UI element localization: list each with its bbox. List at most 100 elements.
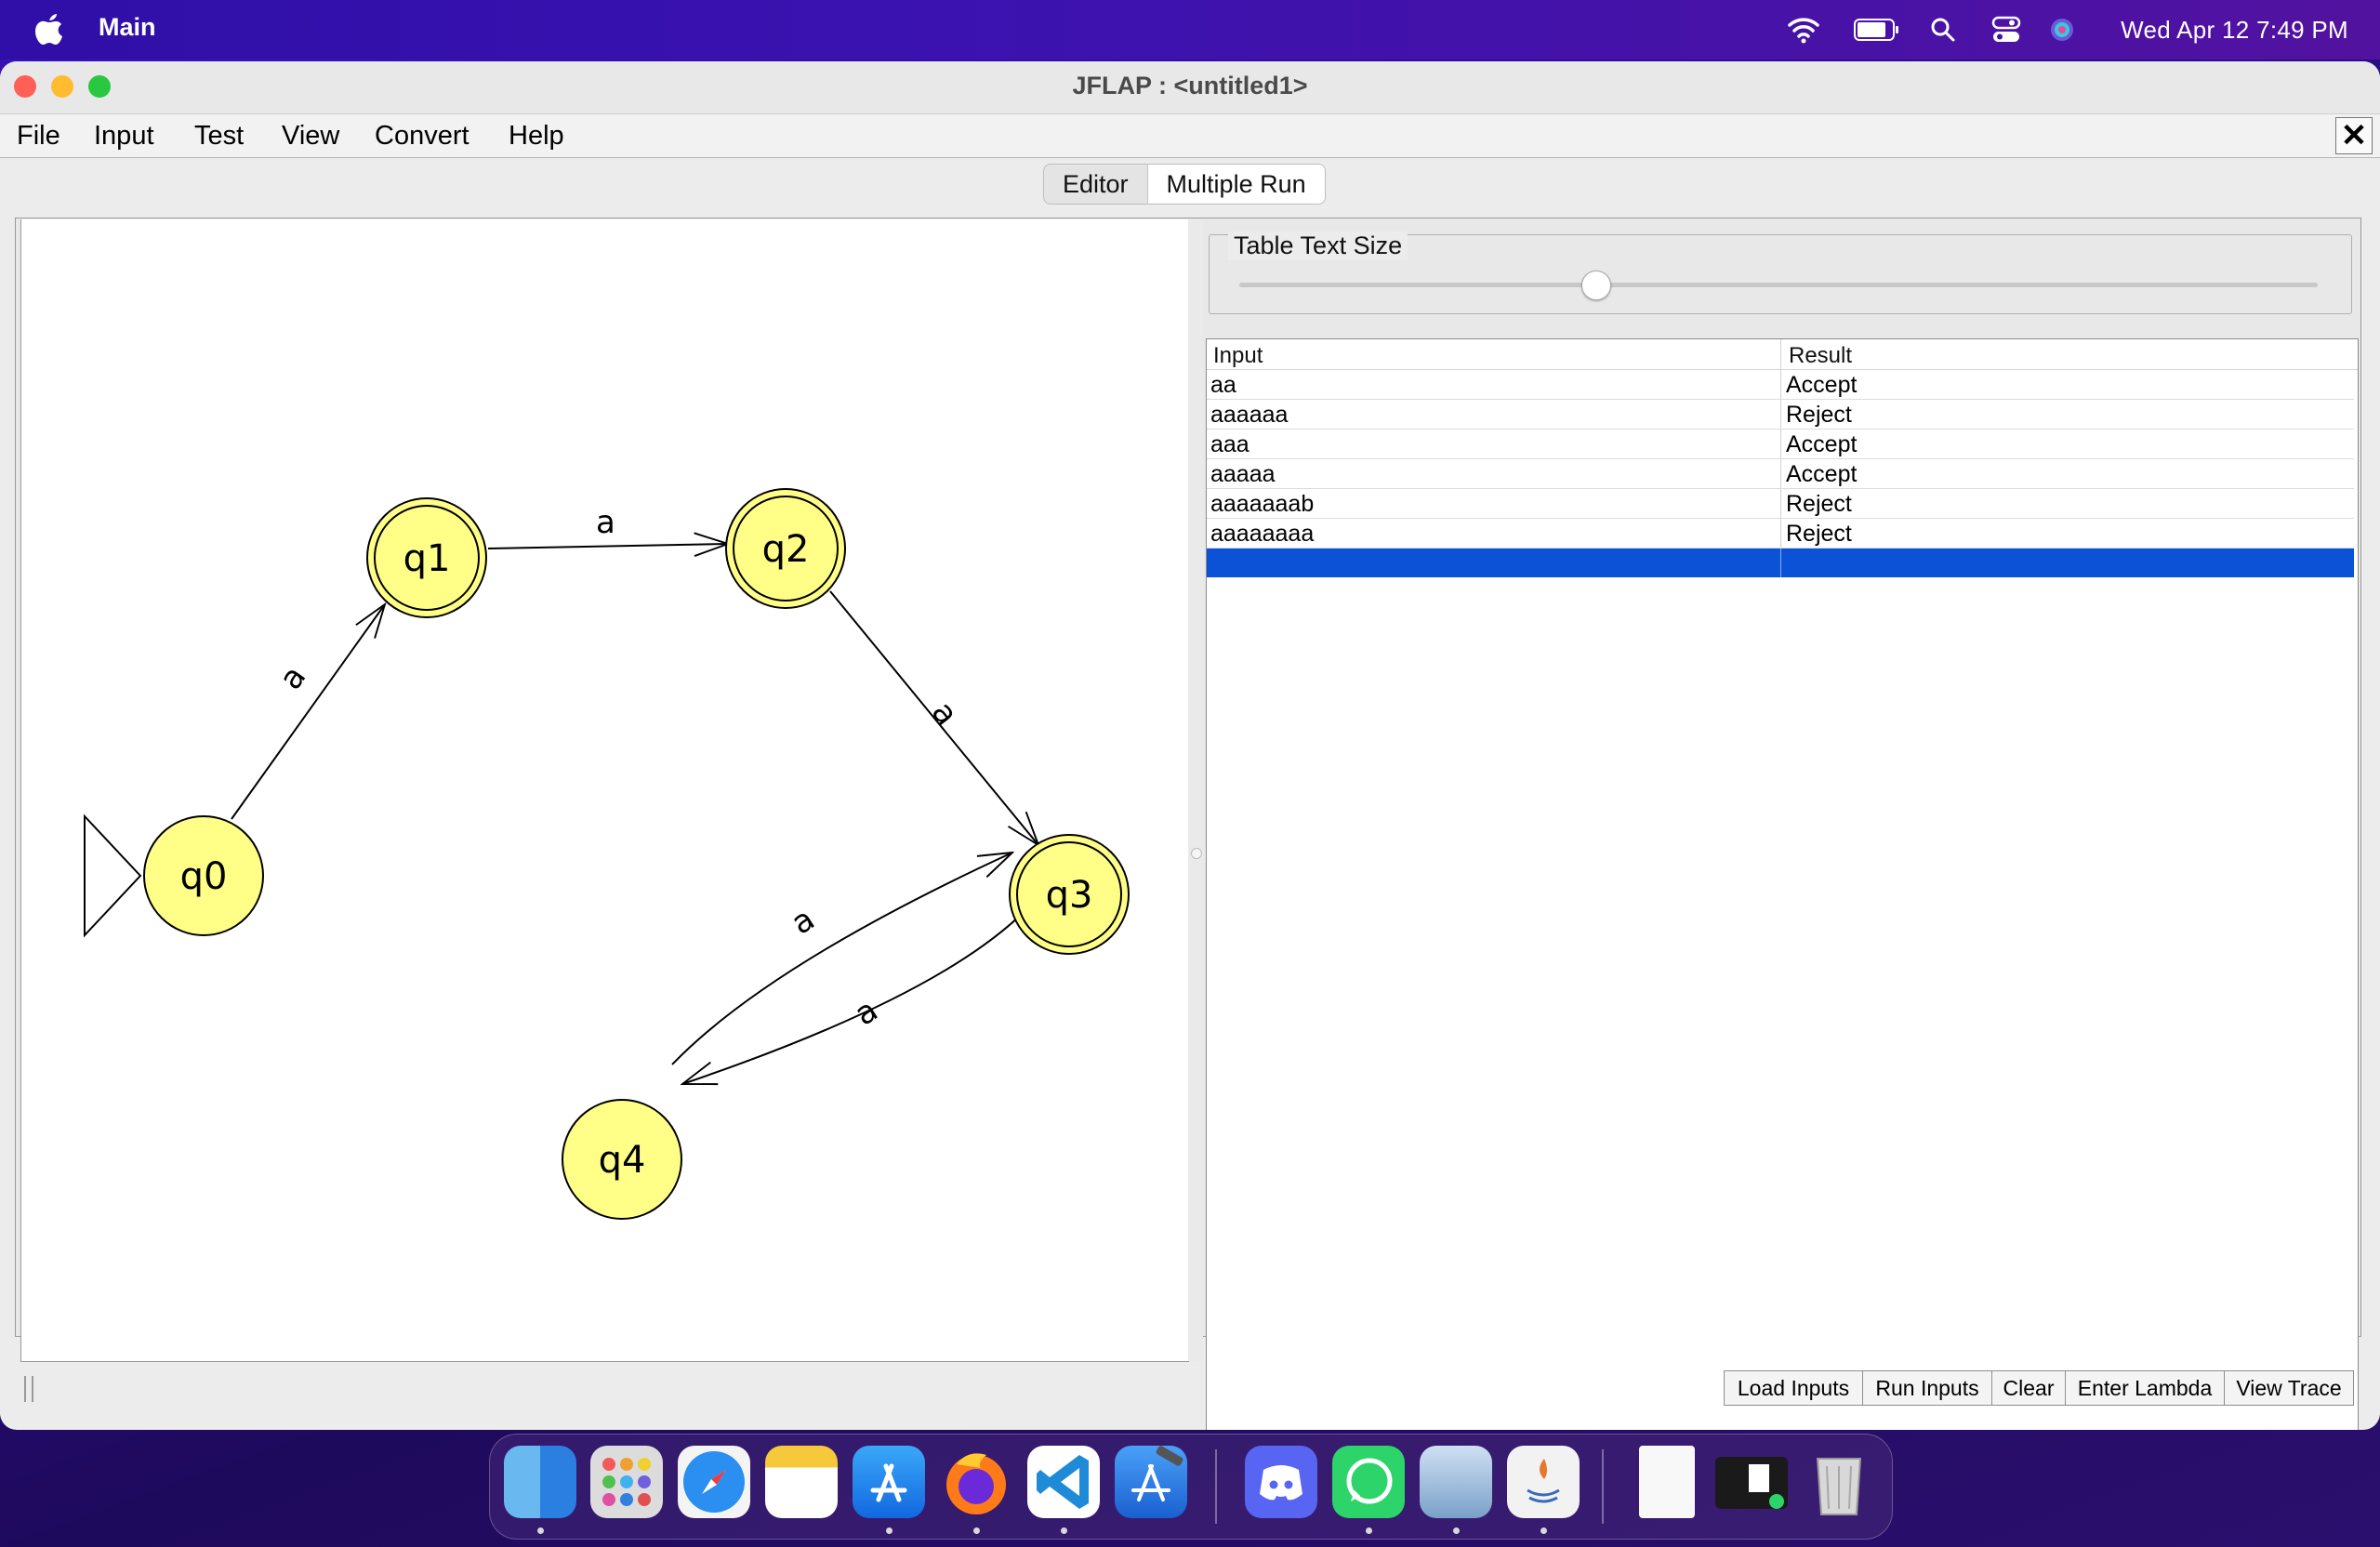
table-text-size-label: Table Text Size: [1228, 231, 1408, 260]
menu-help[interactable]: Help: [509, 121, 564, 151]
search-icon[interactable]: [1930, 17, 1956, 43]
close-tab-button[interactable]: ✕: [2335, 117, 2373, 154]
firefox-icon[interactable]: [940, 1446, 1012, 1518]
state-q0[interactable]: q0: [143, 815, 264, 936]
input-cell[interactable]: aaaaaaaa: [1210, 521, 1315, 547]
siri-icon[interactable]: [2049, 17, 2075, 43]
close-window-button[interactable]: [14, 75, 36, 98]
wifi-icon[interactable]: [1787, 15, 1820, 45]
result-cell: Reject: [1786, 521, 1852, 547]
menu-test[interactable]: Test: [194, 121, 245, 151]
state-q1[interactable]: q1: [366, 497, 487, 618]
notes-icon[interactable]: [765, 1446, 838, 1518]
title-bar: JFLAP : <untitled1>: [0, 61, 2380, 114]
column-header-input[interactable]: Input: [1213, 343, 1263, 368]
app-store-icon[interactable]: [853, 1446, 925, 1518]
divider-grip[interactable]: [1191, 848, 1202, 859]
menu-convert[interactable]: Convert: [375, 121, 469, 151]
finder-icon[interactable]: [504, 1446, 576, 1518]
load-inputs-button[interactable]: Load Inputs: [1724, 1370, 1863, 1406]
apple-icon[interactable]: [33, 11, 65, 46]
menu-input[interactable]: Input: [94, 121, 154, 151]
table-row[interactable]: aaa Accept: [1207, 430, 2354, 459]
battery-icon[interactable]: [1854, 19, 1900, 41]
transition-q2-q3[interactable]: a: [829, 590, 1038, 845]
transition-q0-q1[interactable]: a: [231, 604, 385, 820]
result-cell: Accept: [1786, 461, 1858, 487]
discord-icon[interactable]: [1245, 1446, 1317, 1518]
window-title: JFLAP : <untitled1>: [1072, 72, 1308, 99]
xcode-icon[interactable]: [1115, 1446, 1187, 1518]
state-q3[interactable]: q3: [1009, 834, 1130, 955]
state-q4[interactable]: q4: [562, 1099, 682, 1220]
state-label: q0: [180, 855, 228, 898]
menu-bar: Main Wed Apr 12 7:49 PM: [0, 0, 2380, 60]
table-text-size-group: Table Text Size: [1209, 231, 2352, 314]
transition-label: a: [596, 504, 615, 541]
status-bar: [17, 1368, 2360, 1408]
menu-view[interactable]: View: [282, 121, 340, 151]
table-row-selected-empty[interactable]: [1207, 549, 2354, 577]
menu-file[interactable]: File: [17, 121, 60, 151]
input-cell[interactable]: aaaaaa: [1210, 402, 1289, 428]
jflap-window: JFLAP : <untitled1> File Input Test View…: [0, 61, 2380, 1430]
table-row[interactable]: aaaaa Accept: [1207, 459, 2354, 489]
dock: [489, 1434, 1893, 1540]
automaton-diagram[interactable]: a a a a a q0: [21, 219, 1189, 1361]
java-icon[interactable]: [1507, 1446, 1580, 1518]
table-header: Input Result: [1207, 339, 2358, 370]
state-q2[interactable]: q2: [725, 488, 846, 609]
vscode-icon[interactable]: [1027, 1446, 1100, 1518]
active-app-name[interactable]: Main: [99, 13, 156, 41]
launchpad-icon[interactable]: [590, 1446, 663, 1518]
document-icon[interactable]: [1639, 1446, 1695, 1518]
view-tabs: Editor Multiple Run: [1043, 164, 1326, 205]
column-header-result[interactable]: Result: [1789, 343, 1853, 368]
control-center-icon[interactable]: [1991, 15, 2021, 45]
trash-icon[interactable]: [1803, 1446, 1875, 1518]
clear-button[interactable]: Clear: [1991, 1370, 2066, 1406]
app-menu-bar: File Input Test View Convert Help ✕: [0, 114, 2380, 158]
transition-label: a: [785, 901, 821, 943]
transition-q3-q4[interactable]: a: [682, 915, 1021, 1084]
transition-label: a: [848, 992, 884, 1034]
run-inputs-button[interactable]: Run Inputs: [1862, 1370, 1992, 1406]
input-cell[interactable]: aa: [1210, 372, 1236, 398]
table-row[interactable]: aa Accept: [1207, 370, 2354, 400]
input-cell[interactable]: aaa: [1210, 431, 1250, 457]
state-label: q4: [599, 1139, 646, 1182]
transition-label: a: [272, 659, 314, 696]
safari-icon[interactable]: [678, 1446, 750, 1518]
table-row[interactable]: aaaaaaaa Reject: [1207, 519, 2354, 549]
table-text-size-slider[interactable]: [1239, 271, 2318, 300]
enter-lambda-button[interactable]: Enter Lambda: [2065, 1370, 2225, 1406]
automaton-canvas[interactable]: a a a a a q0: [20, 219, 1189, 1362]
slider-knob[interactable]: [1580, 271, 1611, 300]
result-cell: Reject: [1786, 402, 1852, 428]
split-pane-divider[interactable]: [1188, 219, 1203, 1361]
input-cell[interactable]: aaaaa: [1210, 461, 1276, 487]
table-row[interactable]: aaaaaa Reject: [1207, 400, 2354, 430]
state-label: q3: [1046, 874, 1093, 917]
status-grip: [24, 1376, 33, 1402]
whatsapp-icon[interactable]: [1332, 1446, 1405, 1518]
view-trace-button[interactable]: View Trace: [2224, 1370, 2354, 1406]
zoom-window-button[interactable]: [88, 75, 111, 98]
input-cell[interactable]: aaaaaaab: [1210, 491, 1315, 517]
initial-state-marker: [84, 813, 142, 938]
screenshot-icon[interactable]: [1715, 1457, 1788, 1509]
result-cell: Accept: [1786, 372, 1858, 398]
preview-icon[interactable]: [1420, 1446, 1492, 1518]
tab-editor[interactable]: Editor: [1063, 170, 1129, 198]
transition-q1-q2[interactable]: a: [487, 504, 728, 549]
result-cell: Accept: [1786, 431, 1858, 457]
state-label: q1: [403, 537, 451, 580]
minimize-window-button[interactable]: [51, 75, 73, 98]
tab-multiple-run[interactable]: Multiple Run: [1146, 165, 1325, 204]
menubar-clock[interactable]: Wed Apr 12 7:49 PM: [2121, 15, 2348, 44]
state-label: q2: [762, 528, 810, 571]
transition-q4-q3[interactable]: a: [671, 853, 1012, 1065]
